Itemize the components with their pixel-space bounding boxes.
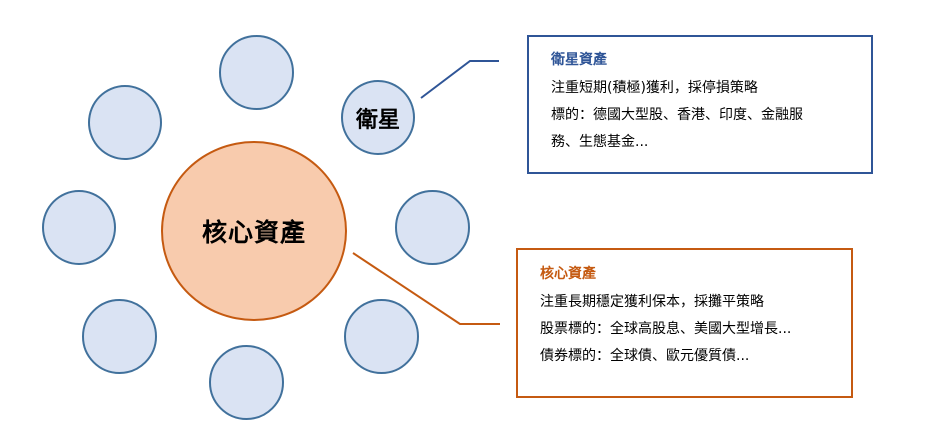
satellite-label: 衛星 xyxy=(355,107,400,133)
core-info-box: 核心資產 注重長期穩定獲利保本，採攤平策略 股票標的：全球高股息、美國大型增長.… xyxy=(516,248,853,398)
satellite-circle-right xyxy=(395,190,470,265)
core-label: 核心資產 xyxy=(201,218,306,247)
satellite-circle-lower-left xyxy=(82,299,157,374)
core-box-line: 注重長期穩定獲利保本，採攤平策略 xyxy=(540,294,764,310)
satellite-circle-top xyxy=(219,35,294,110)
satellite-callout-line xyxy=(420,60,499,99)
satellite-circle-labeled: 衛星 xyxy=(341,80,415,155)
core-circle: 核心資產 xyxy=(161,141,347,321)
core-box-line: 股票標的：全球高股息、美國大型增長... xyxy=(540,321,792,337)
satellite-box-line: 標的：德國大型股、香港、印度、金融服 xyxy=(551,107,803,123)
satellite-box-title: 衛星資產 xyxy=(551,52,607,68)
core-box-title: 核心資產 xyxy=(540,266,596,282)
core-callout-line xyxy=(352,252,500,325)
core-box-line: 債券標的：全球債、歐元優質債... xyxy=(540,348,750,364)
satellite-info-box: 衛星資產 注重短期(積極)獲利，採停損策略 標的：德國大型股、香港、印度、金融服… xyxy=(527,35,873,174)
satellite-box-line: 注重短期(積極)獲利，採停損策略 xyxy=(551,80,758,96)
satellite-circle-bottom xyxy=(209,345,284,420)
satellite-circle-lower-right xyxy=(344,299,419,374)
satellite-circle-upper-left xyxy=(88,85,162,160)
satellite-box-line: 務、生態基金... xyxy=(551,134,649,150)
satellite-circle-left xyxy=(42,190,116,265)
